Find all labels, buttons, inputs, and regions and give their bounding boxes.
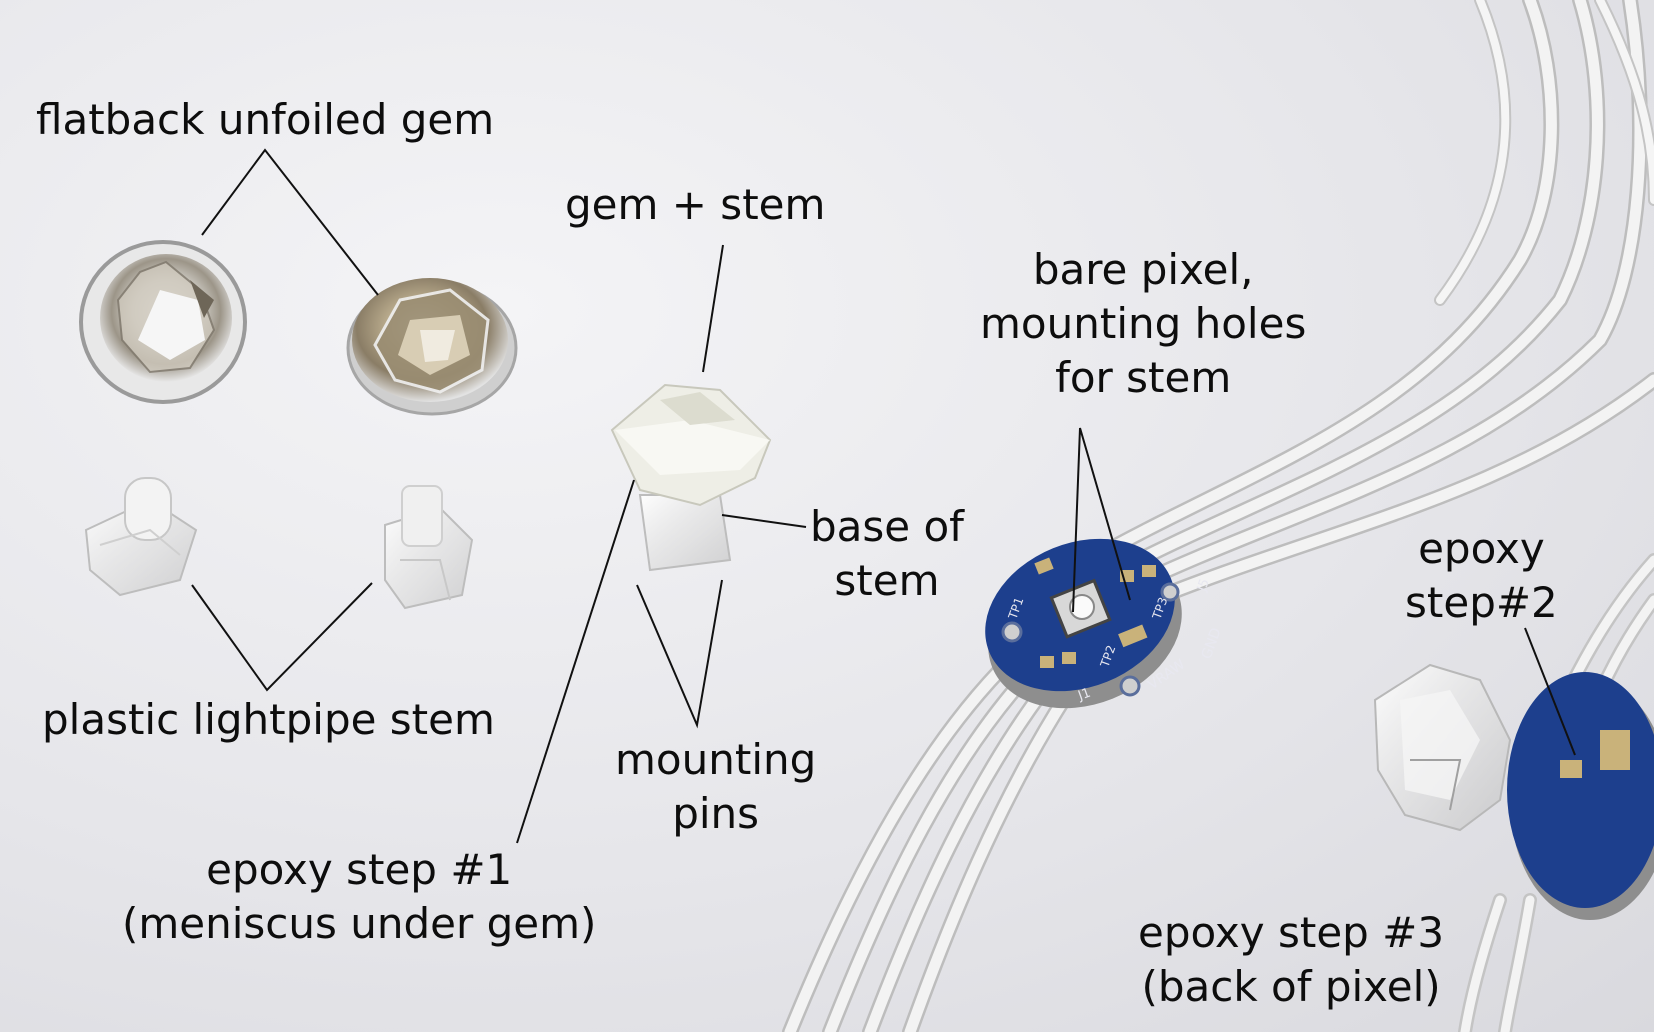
leader-pins	[636, 579, 723, 729]
pcb-pixel-assembled	[1507, 672, 1654, 920]
leader-epoxy2	[1524, 627, 1576, 756]
leader-gem-stem	[702, 244, 724, 373]
wire-bundle-lower	[782, 652, 1074, 1032]
leader-lightpipe	[191, 582, 373, 692]
label-mounting-pins: mounting pins	[615, 735, 817, 838]
gem-with-stem	[610, 383, 772, 572]
leader-flatback	[201, 148, 379, 296]
label-gem-stem: gem + stem	[565, 180, 826, 229]
pcb-pixel: VRAW GND J1 J5 TP1 TP2 TP3	[985, 538, 1225, 709]
leader-lines	[191, 148, 1576, 844]
lightpipe-stem-left	[84, 477, 198, 597]
flatback-gem-back	[79, 240, 247, 404]
label-bare-pixel: bare pixel, mounting holes for stem	[980, 245, 1307, 402]
label-epoxy-step-1: epoxy step #1 (meniscus under gem)	[122, 845, 597, 948]
label-epoxy-step-3: epoxy step #3 (back of pixel)	[1138, 908, 1445, 1011]
label-base-of-stem: base of stem	[810, 502, 964, 605]
label-lightpipe-stem: plastic lightpipe stem	[42, 695, 495, 744]
leader-bare-pixel	[1072, 427, 1131, 613]
leader-epoxy1	[516, 479, 635, 844]
pcb-label-gnd: GND	[1199, 626, 1225, 662]
flatback-gem-front	[346, 278, 518, 416]
pcb-label-j5: J5	[1194, 577, 1213, 594]
leader-base-stem	[721, 514, 807, 528]
gem-on-pixel	[1373, 663, 1512, 832]
wire-bundle-upper	[1082, 0, 1654, 613]
pcb-label-j1: J1	[1075, 686, 1092, 705]
label-epoxy-step-2: epoxy step#2	[1405, 524, 1558, 627]
label-flatback-gem: flatback unfoiled gem	[36, 95, 495, 144]
lightpipe-stem-right	[384, 485, 474, 610]
